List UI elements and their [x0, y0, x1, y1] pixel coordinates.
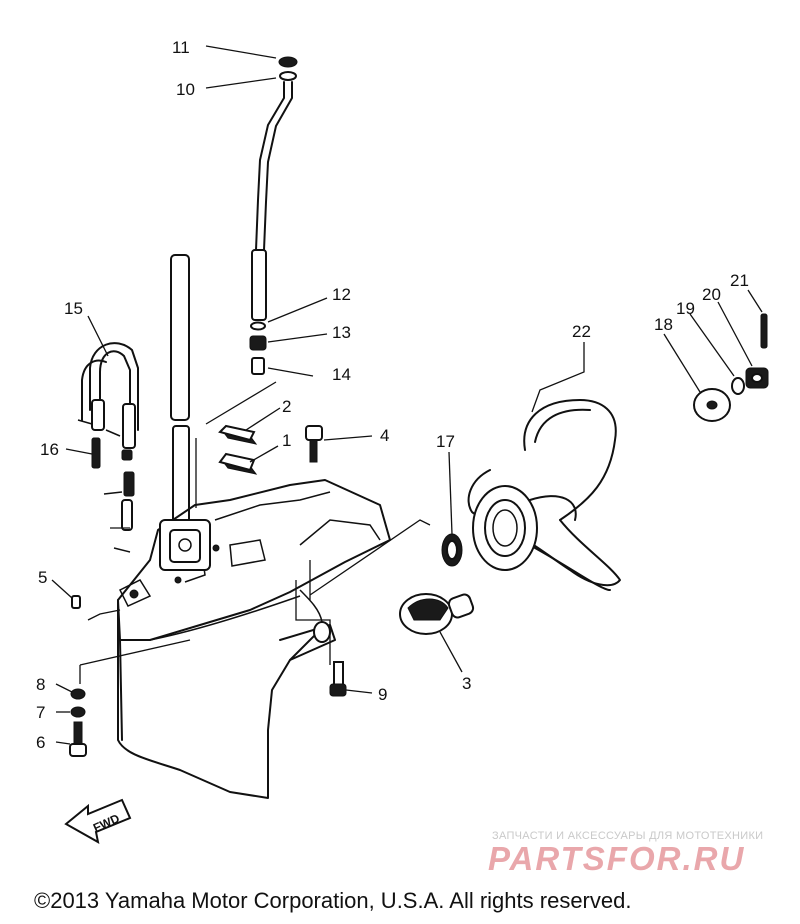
grommet-13 — [249, 335, 267, 351]
callout-6: 6 — [36, 733, 45, 752]
callout-16: 16 — [40, 440, 59, 459]
callout-17: 17 — [436, 432, 455, 451]
callout-3: 3 — [462, 674, 471, 693]
washer-10 — [279, 71, 297, 81]
lower-unit-casing — [79, 381, 431, 799]
cotter-pin-21 — [760, 313, 768, 349]
callout-20: 20 — [702, 285, 721, 304]
callout-10: 10 — [176, 80, 195, 99]
callout-7: 7 — [36, 703, 45, 722]
bolt-6 — [69, 721, 87, 757]
callout-labels: 11 10 12 13 14 2 1 4 15 16 5 8 7 6 9 3 1… — [36, 38, 749, 752]
callout-8: 8 — [36, 675, 45, 694]
callout-11: 11 — [172, 38, 190, 57]
watermark-tagline: ЗАПЧАСТИ И АКСЕССУАРЫ ДЛЯ МОТОТЕХНИКИ — [492, 830, 764, 842]
spacer-17 — [441, 533, 463, 567]
callout-21: 21 — [730, 271, 749, 290]
callout-13: 13 — [332, 323, 351, 342]
callout-22: 22 — [572, 322, 591, 341]
grommets-16 — [77, 419, 135, 553]
callout-9: 9 — [378, 685, 387, 704]
callout-14: 14 — [332, 365, 351, 384]
bushing-14 — [251, 357, 265, 375]
spacer-19 — [731, 377, 745, 395]
plate-2 — [218, 424, 258, 445]
bolt-4 — [305, 425, 323, 463]
callout-12: 12 — [332, 285, 351, 304]
callout-4: 4 — [380, 426, 389, 445]
fwd-arrow: FWD — [64, 798, 132, 844]
washer-8 — [70, 688, 86, 700]
shift-rod — [251, 81, 293, 321]
nut-20 — [745, 367, 769, 389]
anode-5 — [71, 595, 81, 609]
nut-7 — [70, 706, 86, 718]
washer-18 — [693, 388, 731, 422]
plate-1 — [218, 452, 258, 475]
propeller-22 — [467, 399, 621, 591]
callout-2: 2 — [282, 397, 291, 416]
callout-5: 5 — [38, 568, 47, 587]
callout-19: 19 — [676, 299, 695, 318]
washer-12 — [250, 321, 266, 331]
driveshaft — [170, 254, 190, 527]
nut-11 — [278, 56, 298, 68]
watermark-logo: PARTSFOR.RU — [488, 840, 746, 877]
spacer-3 — [399, 593, 475, 635]
bolt-9 — [329, 661, 347, 697]
water-tube-15 — [81, 342, 139, 449]
callout-1: 1 — [282, 431, 291, 450]
copyright-notice: ©2013 Yamaha Motor Corporation, U.S.A. A… — [34, 888, 632, 913]
callout-18: 18 — [654, 315, 673, 334]
callout-15: 15 — [64, 299, 83, 318]
leader-lines — [51, 45, 763, 745]
